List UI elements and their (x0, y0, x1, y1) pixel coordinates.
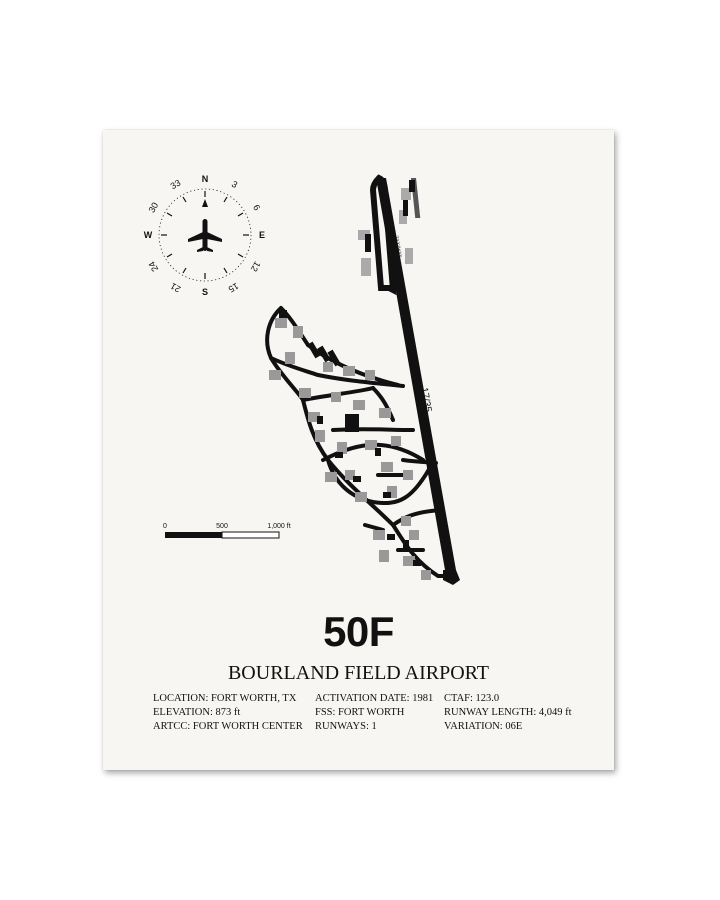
variation-text: VARIATION: 06E (444, 721, 523, 732)
fss-text: FSS: FORT WORTH (315, 707, 405, 718)
airport-code: 50F (323, 608, 394, 655)
airplane-icon (188, 219, 222, 252)
airport-poster: N S W E 3 6 12 15 21 24 30 33 0 500 1,00… (103, 130, 614, 770)
airport-name: BOURLAND FIELD AIRPORT (227, 662, 490, 684)
compass-deg15-label: 15 (227, 281, 241, 295)
compass-south-label: S (202, 287, 208, 297)
compass-deg21-label: 21 (169, 281, 183, 295)
north-taxiway (369, 174, 397, 296)
info-column-3: CTAF: 123.0 RUNWAY LENGTH: 4,049 ft VARI… (444, 692, 572, 734)
activation-date-text: ACTIVATION DATE: 1981 (315, 693, 434, 704)
location-text: LOCATION: FORT WORTH, TX (153, 693, 297, 704)
compass-east-label: E (259, 230, 265, 240)
compass-deg3-label: 3 (230, 179, 239, 190)
elevation-text: ELEVATION: 873 ft (153, 707, 241, 718)
runways-text: RUNWAYS: 1 (315, 721, 377, 732)
runway-label: 17/35 (418, 387, 433, 414)
airfield: TAXIWAY 17/35 (265, 174, 460, 585)
ctaf-text: CTAF: 123.0 (444, 693, 500, 704)
compass-deg30-label: 30 (147, 201, 161, 215)
info-column-2: ACTIVATION DATE: 1981 FSS: FORT WORTH RU… (315, 692, 433, 734)
compass-deg24-label: 24 (147, 260, 161, 274)
north-arrow-icon (202, 199, 208, 207)
scale-tick-500: 500 (216, 523, 228, 530)
compass-rose: N S W E 3 6 12 15 21 24 30 33 (144, 174, 265, 297)
scale-tick-0: 0 (163, 523, 167, 530)
runway-length-text: RUNWAY LENGTH: 4,049 ft (444, 707, 572, 718)
info-column-1: LOCATION: FORT WORTH, TX ELEVATION: 873 … (153, 692, 303, 734)
taxiway-label: TAXIWAY (393, 235, 402, 258)
airport-diagram: N S W E 3 6 12 15 21 24 30 33 0 500 1,00… (144, 174, 460, 585)
compass-deg12-label: 12 (249, 260, 263, 274)
compass-north-label: N (202, 174, 209, 184)
scale-bar: 0 500 1,000 ft (163, 523, 291, 539)
artcc-text: ARTCC: FORT WORTH CENTER (153, 721, 303, 732)
scale-tick-1000: 1,000 ft (267, 523, 290, 530)
compass-deg33-label: 33 (169, 178, 183, 192)
compass-deg6-label: 6 (251, 203, 262, 212)
runway-17-35 (376, 178, 456, 570)
compass-west-label: W (144, 230, 153, 240)
